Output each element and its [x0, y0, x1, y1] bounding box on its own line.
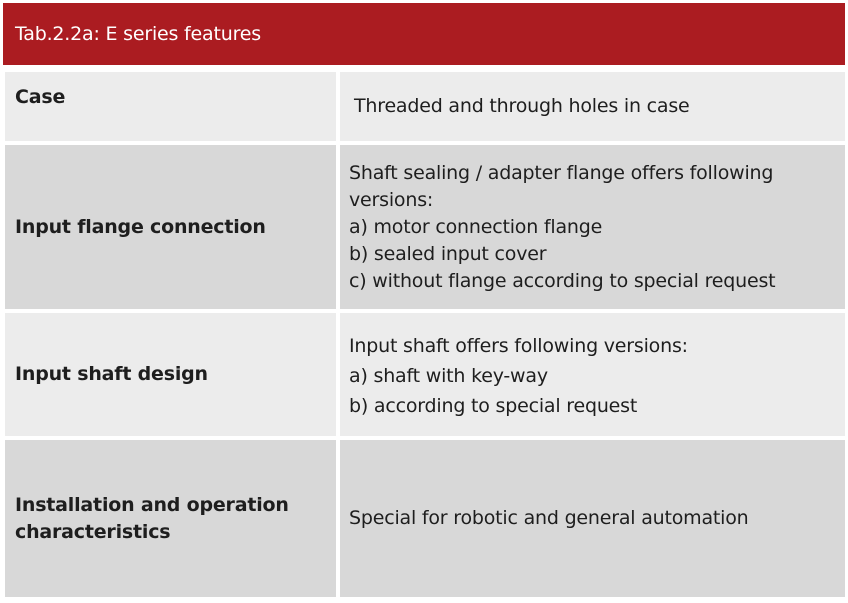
row-value-input-shaft: Input shaft offers following versions: a…: [340, 313, 845, 436]
row-value-line: b) according to special request: [349, 395, 638, 417]
table-title-bar: Tab.2.2a: E series features: [3, 3, 845, 65]
row-label-installation: Installation and operation characteristi…: [5, 440, 336, 597]
row-value-line: b) sealed input cover: [349, 243, 547, 265]
row-value-line: a) motor connection flange: [349, 216, 603, 238]
row-value-line: Special for robotic and general automati…: [349, 507, 749, 529]
row-value-line: c) without flange according to special r…: [349, 270, 776, 292]
row-value-input-flange: Shaft sealing / adapter flange offers fo…: [340, 145, 845, 309]
row-value-line: a) shaft with key-way: [349, 365, 548, 387]
row-label-input-shaft: Input shaft design: [5, 313, 336, 436]
row-value-line: Shaft sealing / adapter flange offers fo…: [349, 162, 774, 184]
row-label-line: characteristics: [15, 520, 171, 543]
row-value-line: versions:: [349, 189, 434, 211]
row-value-line: Threaded and through holes in case: [354, 95, 690, 117]
row-label-input-flange: Input flange connection: [5, 145, 336, 309]
row-value-line: Input shaft offers following versions:: [349, 335, 688, 357]
row-label-text: Case: [15, 86, 66, 108]
row-label-text: Input flange connection: [15, 215, 266, 238]
row-label-text: Input shaft design: [15, 363, 208, 385]
row-label-line: Installation and operation: [15, 493, 289, 516]
row-value-installation: Special for robotic and general automati…: [340, 440, 845, 597]
row-value-case: Threaded and through holes in case: [340, 72, 845, 141]
row-label-case: Case: [5, 72, 336, 141]
table-title: Tab.2.2a: E series features: [15, 23, 261, 45]
